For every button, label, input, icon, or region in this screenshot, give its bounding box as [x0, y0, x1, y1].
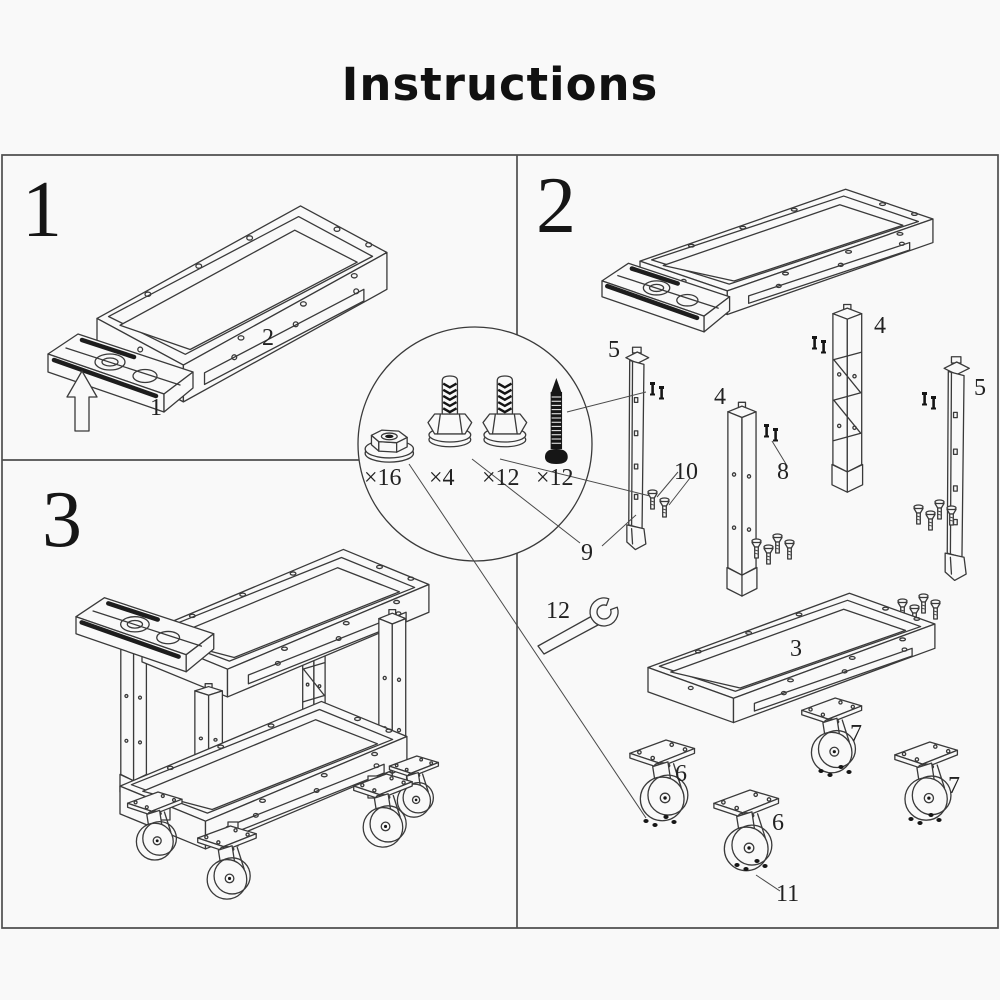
label-leg-foot: 9 — [581, 540, 593, 566]
leg-bar-right-drawing — [943, 356, 970, 582]
step2-number: 2 — [536, 162, 576, 250]
label-leg-bar-left: 5 — [608, 337, 620, 363]
up-arrow-icon — [67, 371, 97, 431]
label-flat-screws: 10 — [674, 459, 698, 485]
leg-bar-left-drawing — [625, 346, 650, 551]
label-bottom-shelf: 3 — [790, 636, 802, 662]
step3-number: 3 — [42, 476, 82, 564]
black-screw-pairs — [650, 336, 936, 442]
label-leg-bar-right: 5 — [974, 375, 986, 401]
label-qty-bolt-short: ×12 — [482, 465, 520, 491]
leg-column-tall-drawing — [831, 303, 864, 493]
caster-screw-dots — [643, 765, 942, 871]
label-caster-b: 6 — [772, 810, 784, 836]
label-qty-bolt-long: ×4 — [429, 465, 455, 491]
label-qty-nut: ×16 — [364, 465, 402, 491]
flat-screw-groups — [647, 489, 956, 624]
label-qty-screw: ×12 — [536, 465, 574, 491]
page-title: Instructions — [341, 58, 659, 111]
label-leg-col-mid: 4 — [714, 384, 726, 410]
hardware-callout-circle — [358, 327, 592, 561]
label-top-shelf: 2 — [262, 325, 274, 351]
label-black-screws: 8 — [777, 459, 789, 485]
step1-number: 1 — [22, 166, 62, 254]
label-caster-c: 7 — [850, 721, 862, 747]
label-handle: 1 — [150, 395, 162, 421]
leader-lines — [409, 392, 786, 891]
label-caster-screws: 11 — [776, 881, 800, 907]
assembled-cart-drawing — [76, 548, 439, 900]
wrench-drawing — [538, 598, 618, 654]
label-caster-a: 6 — [675, 761, 687, 787]
step2-shelf-assembly-drawing — [600, 188, 934, 334]
leg-column-mid-drawing — [726, 401, 758, 597]
label-leg-col-tall: 4 — [874, 313, 886, 339]
label-wrench: 12 — [546, 598, 570, 624]
label-caster-d: 7 — [948, 773, 960, 799]
